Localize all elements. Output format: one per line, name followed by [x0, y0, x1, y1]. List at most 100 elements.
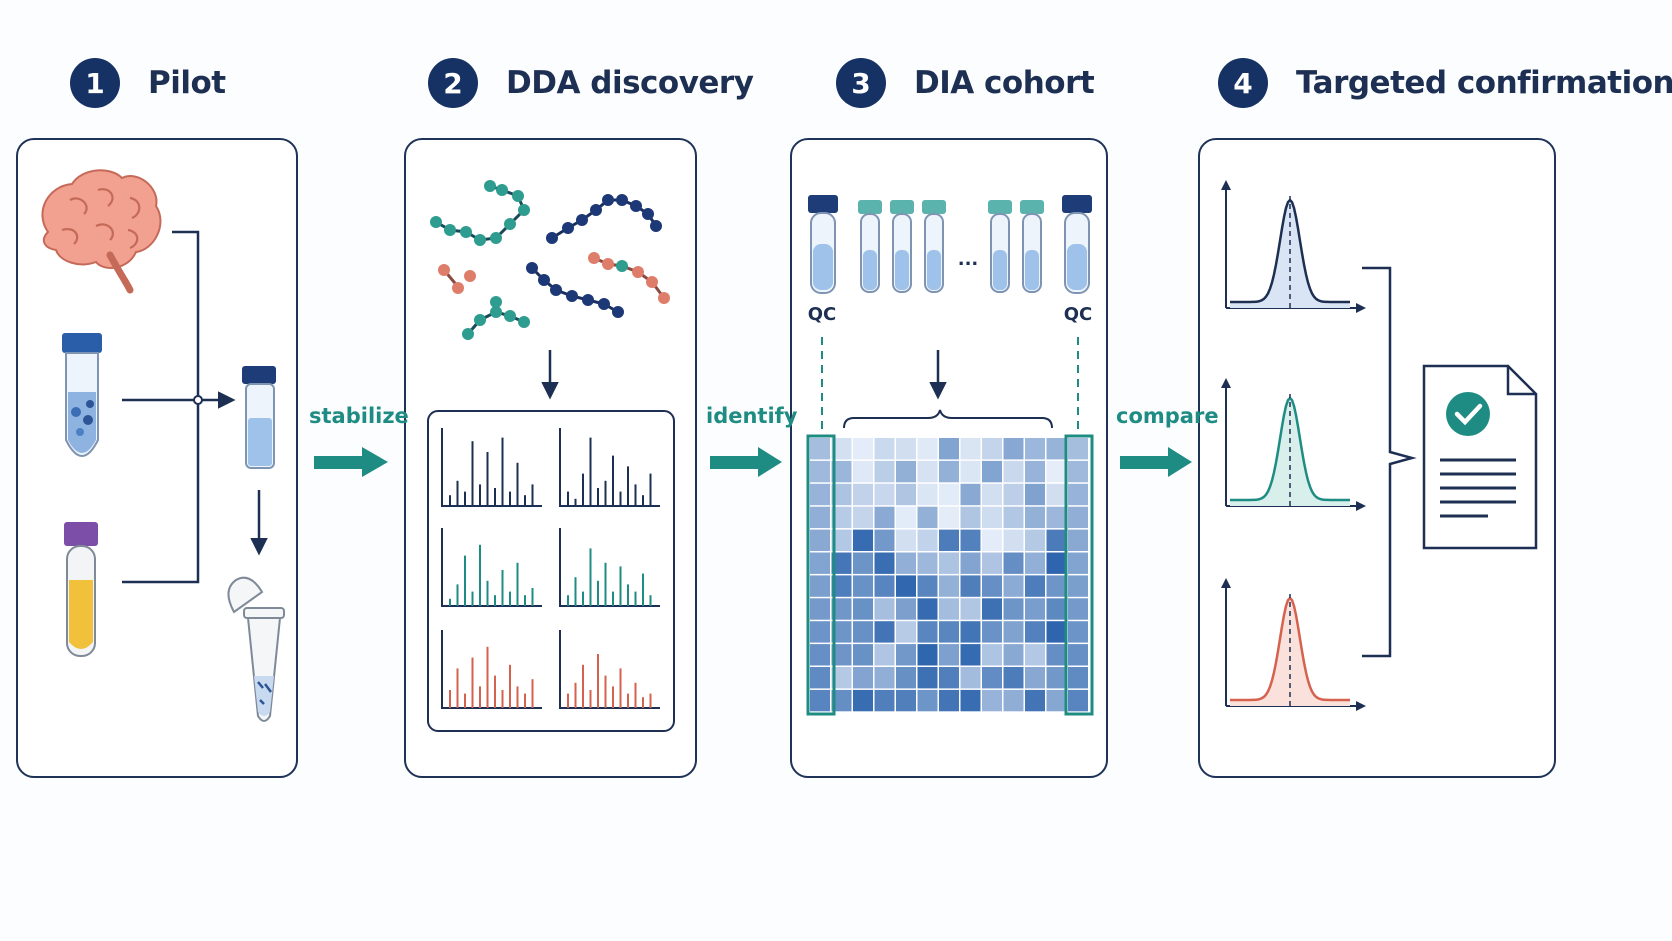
spectrum-icon [559, 428, 660, 507]
heatmap-cell [1003, 667, 1024, 689]
y-axis-arrowhead [1221, 180, 1231, 190]
heatmap-cell [939, 621, 959, 643]
heatmap-cell [896, 529, 916, 551]
heatmap-cell [1046, 575, 1067, 597]
heatmap-cell [1068, 689, 1088, 712]
stabilize-arrow [314, 447, 388, 477]
cohort-vial-cap [922, 200, 946, 214]
stage-3-badge: 3 [836, 58, 886, 108]
heatmap-cell [917, 552, 938, 574]
cohort-vial-liquid [993, 250, 1007, 290]
heatmap-cell [960, 483, 981, 506]
heatmap-cell [982, 460, 1002, 483]
heatmap-cell [810, 689, 830, 712]
heatmap-cell [896, 483, 916, 506]
heatmap-cell [982, 667, 1002, 689]
heatmap-cell [960, 598, 981, 620]
heatmap-cell [982, 689, 1002, 712]
vial-ellipsis: ... [958, 249, 979, 270]
heatmap-cell [1068, 552, 1088, 574]
heatmap-cell [1046, 644, 1067, 666]
heatmap-cell [1025, 552, 1045, 574]
qc-column-left [806, 434, 836, 716]
heatmap-cell [1068, 621, 1088, 643]
heatmap-cell [960, 529, 981, 551]
qc-vial-left [808, 195, 838, 294]
heatmap-cell [982, 483, 1002, 506]
samples-brace [843, 409, 1053, 429]
spectrum-icon [441, 630, 542, 709]
heatmap-cell [853, 529, 873, 551]
heatmap-cell [982, 575, 1002, 597]
qc-left-label: QC [808, 304, 837, 325]
heatmap-cell [810, 598, 830, 620]
heatmap-cell [1046, 689, 1067, 712]
heatmap-cell [853, 483, 873, 506]
stage-4-header: 4 Targeted confirmation [1218, 58, 1672, 108]
heatmap-cell [917, 460, 938, 483]
heatmap-cell [896, 552, 916, 574]
plasma-tube-icon [64, 522, 98, 657]
heatmap-cell [1003, 644, 1024, 666]
heatmap-cell [874, 438, 895, 460]
heatmap-cell [1025, 621, 1045, 643]
heatmap-cell [831, 575, 852, 597]
heatmap-cell [810, 644, 830, 666]
heatmap-cell [939, 483, 959, 506]
heatmap-cell [917, 529, 938, 551]
heatmap-cell [874, 644, 895, 666]
heatmap-cell [939, 575, 959, 597]
heatmap-cell [853, 575, 873, 597]
approved-document-icon [1422, 364, 1538, 550]
heatmap-cell [831, 598, 852, 620]
heatmap-cell [1068, 460, 1088, 483]
heatmap-cell [939, 598, 959, 620]
heatmap-cell [874, 667, 895, 689]
heatmap-cell [939, 460, 959, 483]
heatmap-cell [831, 460, 852, 483]
heatmap-cell [1046, 460, 1067, 483]
heatmap-cell [853, 644, 873, 666]
stage-4-badge: 4 [1218, 58, 1268, 108]
heatmap-cell [1025, 689, 1045, 712]
heatmap-cell [831, 438, 852, 460]
heatmap-cell [810, 460, 830, 483]
heatmap-cell [810, 529, 830, 551]
qc-right-label: QC [1064, 304, 1093, 325]
heatmap-cell [831, 667, 852, 689]
heatmap-cell [1046, 598, 1067, 620]
heatmap-cell [810, 552, 830, 574]
heatmap-cell [1068, 598, 1088, 620]
heatmap-cell [874, 529, 895, 551]
heatmap-cell [982, 598, 1002, 620]
heatmap-cell [982, 552, 1002, 574]
heatmap-cell [1046, 552, 1067, 574]
heatmap-cell [982, 621, 1002, 643]
x-axis-arrowhead [1356, 701, 1366, 711]
cohort-vial-liquid [863, 250, 877, 290]
heatmap-cell [917, 644, 938, 666]
stage-1-title: Pilot [148, 65, 226, 101]
heatmap-cell [896, 621, 916, 643]
compare-arrow [1120, 447, 1192, 477]
stage-2-header: 2 DDA discovery [428, 58, 754, 108]
heatmap-cell [1003, 506, 1024, 529]
spectrum-icon [441, 428, 542, 507]
heatmap-cell [810, 438, 830, 460]
peptide-chains-icon [430, 180, 670, 340]
heatmap-cell [874, 689, 895, 712]
brain-icon [41, 169, 162, 294]
heatmap-cell [831, 689, 852, 712]
heatmap-cell [810, 667, 830, 689]
cohort-vial-liquid [1025, 250, 1039, 290]
heatmap-cell [960, 552, 981, 574]
heatmap-cell [896, 438, 916, 460]
peaks-bracket [1362, 266, 1417, 658]
heatmap-cell [960, 438, 981, 460]
heatmap-cell [1025, 483, 1045, 506]
heatmap-cell [960, 460, 981, 483]
heatmap-cell [917, 689, 938, 712]
heatmap-cell [960, 506, 981, 529]
heatmap-cell [917, 598, 938, 620]
heatmap-cell [831, 644, 852, 666]
